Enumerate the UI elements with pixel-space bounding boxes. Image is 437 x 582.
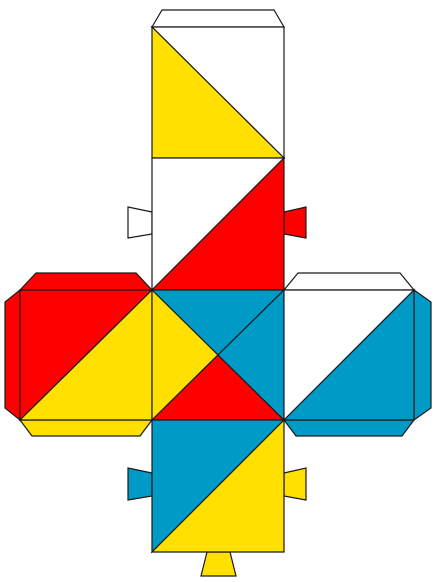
right-face-top-glue-tab — [282, 272, 416, 291]
left-face-side-glue-tab — [4, 288, 21, 422]
lower-left-small-tab — [127, 467, 153, 501]
bottom-glue-tab — [200, 551, 237, 577]
lower-right-small-tab — [283, 467, 307, 501]
upper-left-small-tab — [127, 206, 153, 239]
upper-right-small-tab — [283, 206, 307, 239]
bottom-face-yellow-half — [150, 418, 285, 553]
right-face-side-glue-tab — [413, 288, 432, 422]
right-face-blue-half — [282, 288, 415, 421]
left-face-bottom-glue-tab — [18, 419, 154, 437]
top-glue-tab — [150, 9, 286, 28]
left-face-top-glue-tab — [18, 272, 154, 291]
right-face-bottom-glue-tab — [282, 419, 416, 437]
